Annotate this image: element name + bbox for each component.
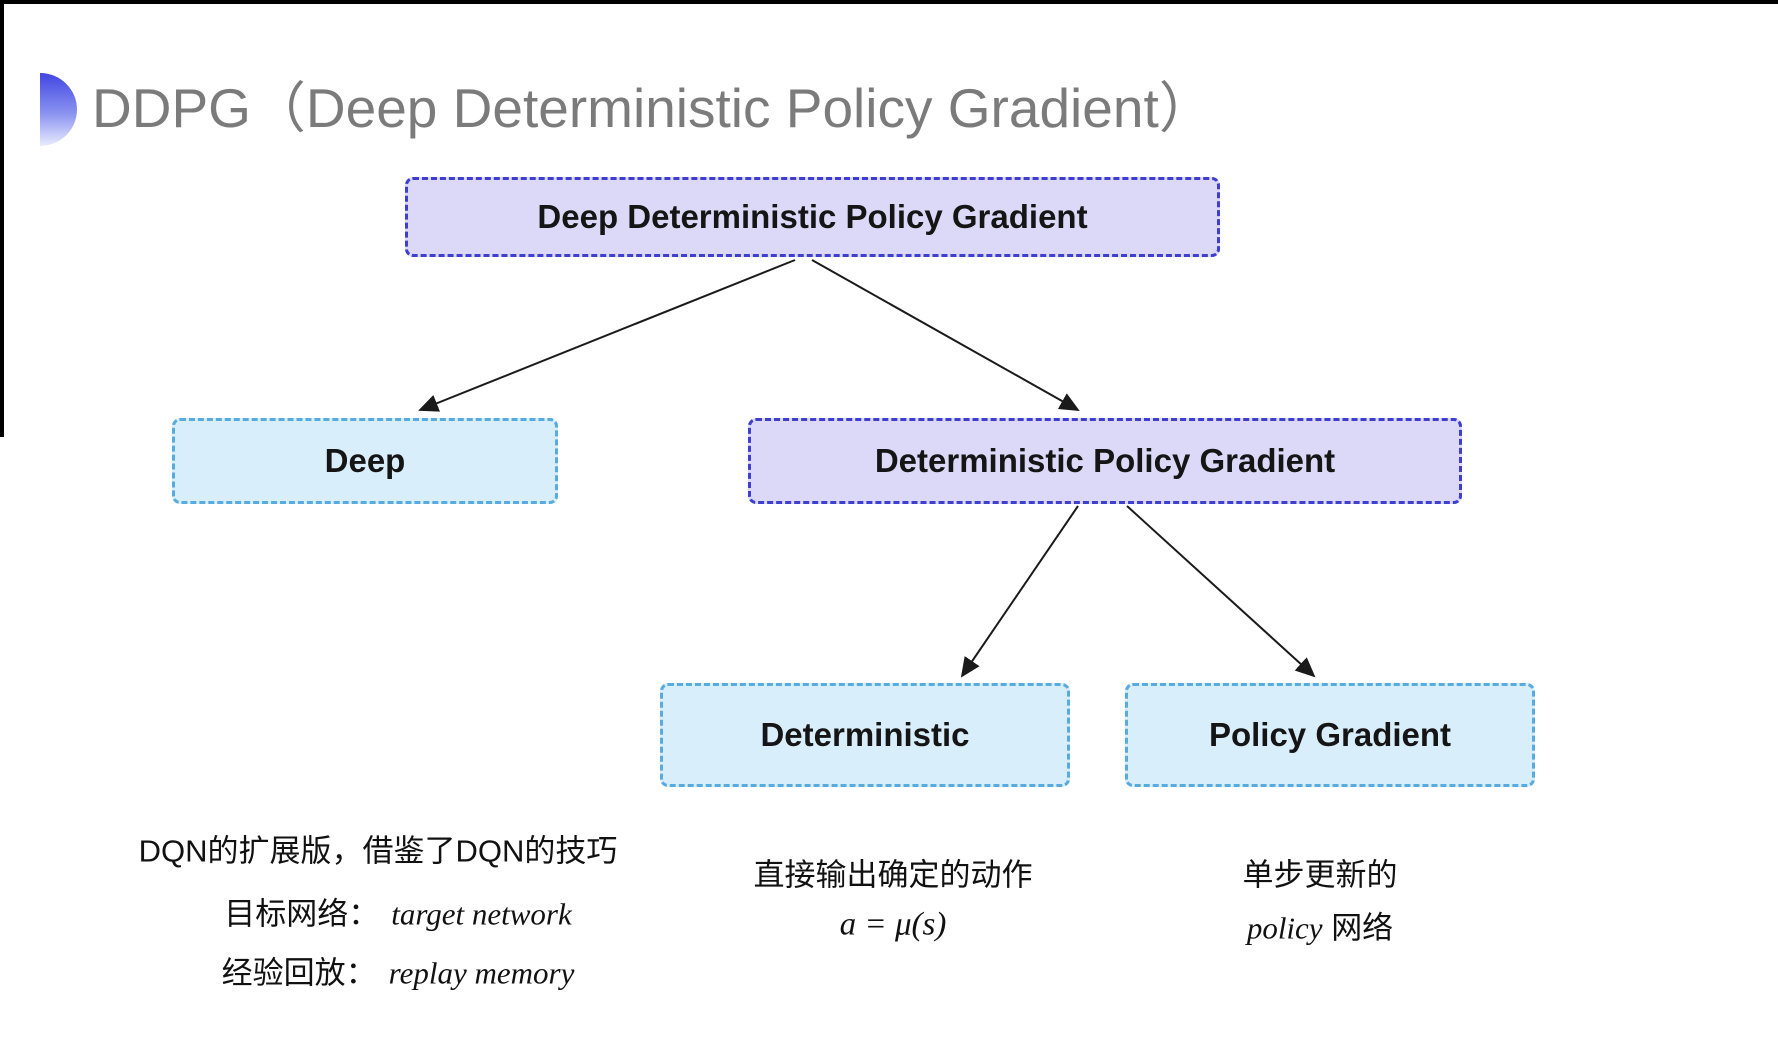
node-deterministic: Deterministic <box>660 683 1070 787</box>
node-deterministic-policy-gradient: Deterministic Policy Gradient <box>748 418 1462 504</box>
deep-note-line2-en: target network <box>391 896 572 932</box>
deep-note-line2-zh: 目标网络： <box>224 896 380 932</box>
node-label: Policy Gradient <box>1208 716 1452 753</box>
node-label: Deterministic Policy Gradient <box>874 442 1336 479</box>
node-deep-deterministic-policy-gradient: Deep Deterministic Policy Gradient <box>405 177 1220 257</box>
policy-gradient-note-line2: policy 网络 <box>1247 903 1393 948</box>
node-label: Deterministic <box>760 716 970 753</box>
policy-gradient-note-line2-en: policy <box>1246 910 1323 946</box>
formula-text: a = μ(s) <box>839 906 947 943</box>
deep-note-line2: 目标网络： target network <box>224 889 572 934</box>
node-label: Deep <box>324 442 406 479</box>
arrow-dpg-to-deterministic <box>960 505 1079 678</box>
title-bullet-icon <box>40 73 77 146</box>
deep-note-line3: 经验回放： replay memory <box>222 948 575 993</box>
node-label: Deep Deterministic Policy Gradient <box>537 198 1088 235</box>
deterministic-note-line1: 直接输出确定的动作 <box>754 850 1033 895</box>
policy-gradient-note-line2-zh: 网络 <box>1331 910 1394 946</box>
deep-note-line3-en: replay memory <box>388 955 575 991</box>
deep-note-line1-text: DQN的扩展版，借鉴了DQN的技巧 <box>138 833 618 869</box>
deep-note-line3-zh: 经验回放： <box>221 955 377 991</box>
arrow-root-to-dpg <box>811 259 1080 411</box>
deep-note-line1: DQN的扩展版，借鉴了DQN的技巧 <box>139 826 618 871</box>
window-frame-top-edge <box>0 0 1778 4</box>
page-title: DDPG（Deep Deterministic Policy Gradient） <box>92 77 1214 139</box>
arrow-root-to-deep <box>418 259 796 412</box>
policy-gradient-note-line1-text: 单步更新的 <box>1242 857 1398 893</box>
deterministic-note-formula: a = μ(s) <box>840 907 947 944</box>
node-policy-gradient: Policy Gradient <box>1125 683 1535 787</box>
node-deep: Deep <box>172 418 558 504</box>
policy-gradient-note-line1: 单步更新的 <box>1243 850 1398 895</box>
arrow-dpg-to-policy-gradient <box>1126 505 1316 678</box>
window-frame-left-edge <box>0 0 4 437</box>
deterministic-note-line1-text: 直接输出确定的动作 <box>753 857 1033 893</box>
